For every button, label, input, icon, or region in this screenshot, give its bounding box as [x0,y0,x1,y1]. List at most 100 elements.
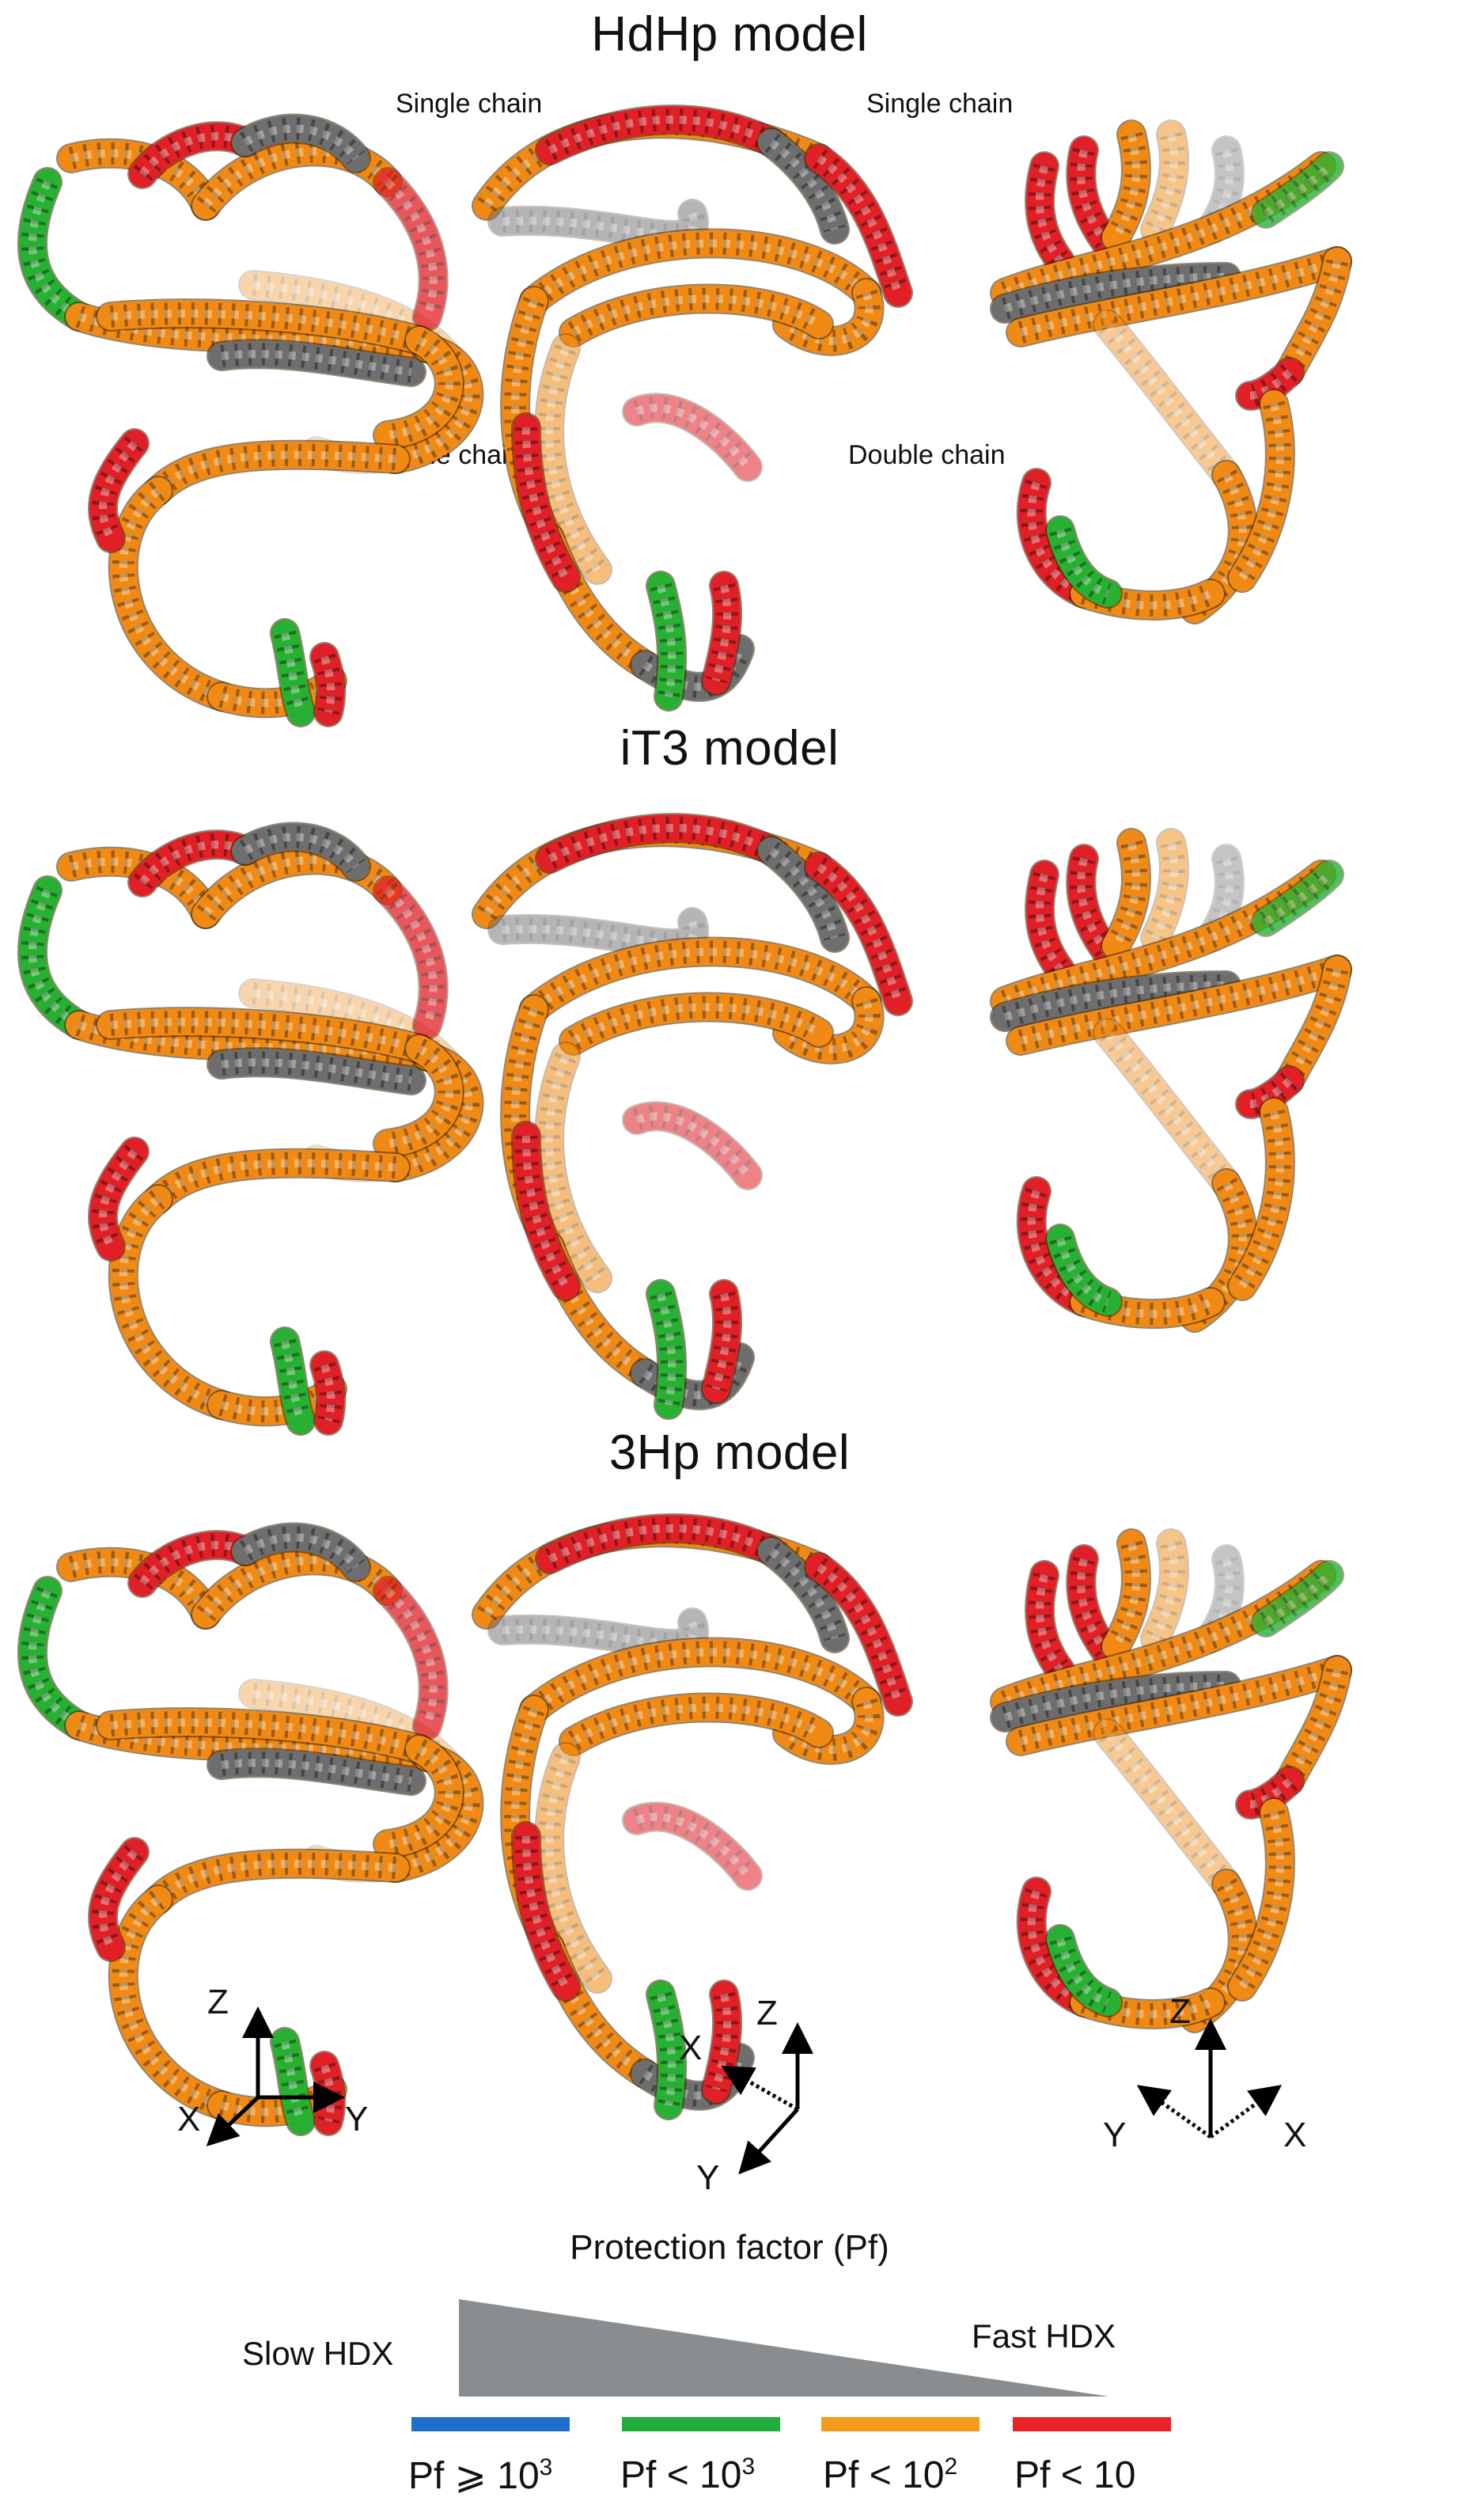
helix-gray [990,1671,1241,1732]
helix-orange [191,136,403,221]
helix-red [701,1279,743,1404]
helix-red [511,1121,581,1301]
helix-red [701,571,743,696]
axis2-z-label: Z [756,1994,778,2032]
helix-orange [1227,1797,1295,2002]
axis3-z-label: Z [1169,1992,1191,2031]
helix-red [1235,1065,1305,1119]
helix-red [511,1821,581,2002]
helix-gray [487,907,710,958]
helix-orange [96,1707,434,1764]
protection-factor-wedge [459,2299,1109,2397]
helix-red [88,428,150,553]
helix-green [270,1326,316,1436]
legend-title: Protection factor (Pf) [570,2228,889,2267]
helix-green [17,1576,94,1740]
helix-green [1045,1224,1123,1317]
helix-orange [534,1742,612,1994]
helix-orange [108,1184,237,1420]
helix-gray [207,1748,426,1796]
helix-orange [143,439,411,506]
helix-green [646,571,688,712]
helix-red [1025,151,1075,276]
axis1-x-arrow [206,2096,260,2146]
helix-gray [230,113,371,173]
helix-orange [1006,954,1352,1056]
helix-red [511,412,581,593]
helix-gray [207,339,426,387]
model-hdhp-left-view [17,113,484,727]
helix-green [17,167,94,332]
helix-orange [191,1545,403,1630]
helix-red [1016,468,1099,609]
panel-title-it3: iT3 model [620,721,839,776]
helix-red [1235,357,1305,411]
helix-red [535,813,786,874]
axis3-y-arrow [1136,2085,1212,2139]
helix-red [535,1513,786,1574]
helix-orange [1006,246,1352,347]
helix-red [622,393,763,482]
helix-gray [207,1047,426,1095]
helix-orange [1227,1097,1295,1301]
panel-title-hdhp: HdHp model [591,7,868,62]
helix-green [1251,1560,1344,1638]
panel-title-3hp: 3Hp model [608,1425,851,1480]
helix-green [270,618,316,727]
slow-hdx-label: Slow HDX [242,2335,394,2372]
axis2-x-arrow [721,2066,799,2112]
single-chain-label-right: Single chain [866,89,1014,119]
helix-orange [1101,828,1151,961]
helix-green [1251,151,1344,229]
helix-red [373,167,449,332]
helix-orange [559,1692,834,1756]
helix-orange [1140,828,1189,953]
helix-orange [96,1007,434,1064]
helix-green [646,1279,688,1420]
helix-orange [1140,1528,1189,1653]
helix-red [373,875,449,1040]
helix-red [373,1576,449,1740]
model-3hp-right-view [990,1528,1352,2033]
legend-color-bar-4 [1013,2417,1171,2431]
helix-red [622,1101,763,1190]
helix-red [1066,844,1123,969]
helix-red [1016,1877,1099,2017]
helix-green [270,2027,316,2136]
helix-orange [519,936,881,1024]
helix-orange [143,1148,411,1214]
helix-orange [108,476,237,712]
legend-label-pf-ge-1e3: Pf ⩾ 103 [408,2454,553,2497]
helix-red [1025,860,1075,985]
helix-red [1235,1766,1305,1820]
axis1-x-label: X [177,2100,201,2139]
axis1-z-label: Z [207,1983,229,2021]
helix-gray [230,1522,371,1582]
helix-orange [1140,120,1189,245]
fast-hdx-label: Fast HDX [972,2317,1116,2355]
helix-orange [1093,1018,1241,1198]
helix-gray [487,199,710,250]
model-hdhp-right-view [990,120,1352,624]
helix-orange [772,1687,885,1765]
helix-red [804,143,913,308]
helix-orange [108,1884,237,2120]
helix-orange [534,1042,612,1293]
axis2-y-arrow [738,2108,799,2175]
axis3-x-arrow [1209,2085,1283,2139]
helix-red [701,1979,743,2104]
helix-green [1251,860,1344,937]
model-it3-left-view [17,822,484,1436]
axis2-x-label: X [679,2029,703,2067]
helix-orange [96,298,434,355]
legend-label-pf-lt-1e3: Pf < 103 [620,2454,756,2496]
helix-orange [1093,1718,1241,1899]
axis3-y-label: Y [1103,2116,1127,2154]
axis2-y-label: Y [696,2158,720,2197]
helix-orange [772,278,885,356]
helix-gray [756,127,850,245]
axis3-x-label: X [1283,2116,1307,2154]
legend-color-bar-2 [622,2417,780,2431]
helix-red [309,642,347,727]
